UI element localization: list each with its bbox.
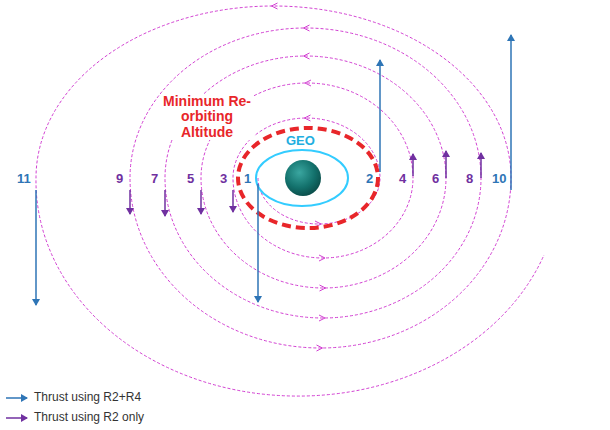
orbit-label: GEO (285, 134, 316, 148)
callout-number: 9 (115, 172, 124, 186)
callout-number: 6 (431, 172, 440, 186)
earth (285, 160, 321, 196)
legend-text: Thrust using R2 only (34, 411, 144, 424)
direction-chevron (305, 115, 311, 121)
direction-chevron (317, 345, 323, 351)
thrust-arrow (257, 184, 259, 302)
callout-number: 3 (219, 172, 228, 186)
direction-chevron (304, 53, 310, 59)
region-label: Minimum Re-orbiting Altitude (160, 94, 254, 140)
callout-number: 1 (243, 172, 252, 186)
direction-chevron (319, 315, 325, 321)
thrust-arrow (412, 154, 414, 176)
legend-arrow (6, 397, 27, 399)
reorbit-boundary (238, 128, 378, 228)
callout-number: 4 (398, 172, 407, 186)
thrust-arrow (129, 190, 131, 214)
callout-number: 10 (491, 172, 507, 186)
thrust-arrow (200, 190, 202, 214)
callout-number: 7 (150, 172, 159, 186)
callout-number: 2 (365, 172, 374, 186)
thrust-arrow (35, 190, 37, 305)
spiral-trajectory (36, 3, 544, 396)
spiral-path (36, 6, 544, 396)
callout-number: 11 (16, 172, 32, 186)
thrust-arrow (480, 153, 482, 178)
thrust-arrow (379, 60, 381, 172)
thrust-arrow (510, 35, 512, 190)
direction-chevron (320, 285, 326, 291)
thrust-arrow (164, 190, 166, 216)
geo-orbit (256, 150, 348, 206)
direction-chevron (319, 255, 325, 261)
callout-number: 5 (186, 172, 195, 186)
direction-chevron (304, 25, 310, 31)
direction-chevron (305, 80, 311, 86)
legend-text: Thrust using R2+R4 (34, 391, 141, 404)
thrust-arrow (232, 190, 234, 212)
legend-arrow (6, 417, 27, 419)
callout-number: 8 (465, 172, 474, 186)
thrust-arrows (36, 35, 511, 305)
thrust-arrow (445, 151, 447, 178)
direction-chevron (272, 3, 278, 9)
